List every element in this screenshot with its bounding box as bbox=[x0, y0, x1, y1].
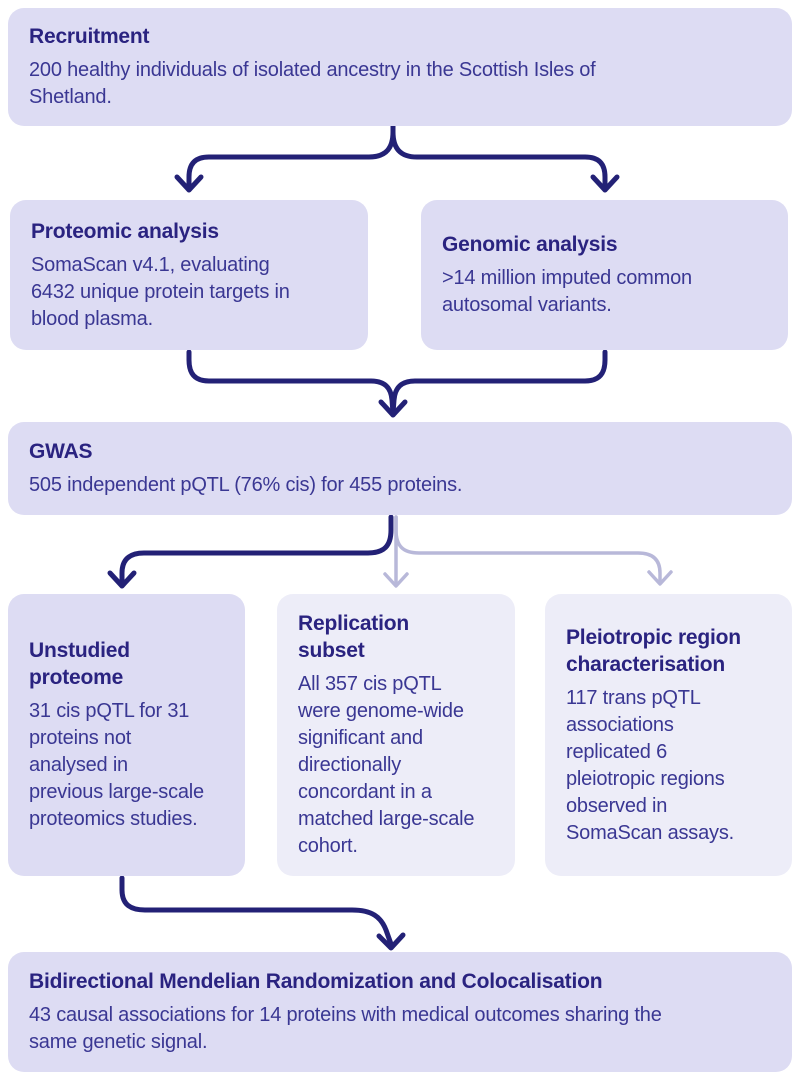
mendelian-randomization-box: Bidirectional Mendelian Randomization an… bbox=[8, 952, 792, 1072]
unstudied-proteome-box: Unstudied proteome 31 cis pQTL for 31 pr… bbox=[8, 594, 245, 876]
proteomic-analysis-box: Proteomic analysis SomaScan v4.1, evalua… bbox=[10, 200, 368, 350]
arrow-recruitment-to-genomic-icon bbox=[390, 123, 620, 193]
unstudied-proteome-title: Unstudied proteome bbox=[29, 639, 130, 689]
replication-subset-title: Replication subset bbox=[298, 612, 409, 662]
gwas-box: GWAS 505 independent pQTL (76% cis) for … bbox=[8, 422, 792, 515]
arrow-gwas-to-unstudied-icon bbox=[107, 514, 394, 589]
arrow-unstudied-to-mr-icon bbox=[119, 875, 406, 951]
arrow-gwas-to-pleiotropic-icon bbox=[394, 515, 673, 586]
replication-subset-box: Replication subset All 357 cis pQTL were… bbox=[277, 594, 515, 876]
recruitment-box: Recruitment 200 healthy individuals of i… bbox=[8, 8, 792, 126]
unstudied-proteome-body: 31 cis pQTL for 31 proteins not analysed… bbox=[29, 700, 204, 830]
mendelian-randomization-title: Bidirectional Mendelian Randomization an… bbox=[29, 970, 603, 993]
pleiotropic-region-body: 117 trans pQTL associations replicated 6… bbox=[566, 686, 734, 844]
recruitment-body: 200 healthy individuals of isolated ance… bbox=[29, 59, 596, 108]
arrow-recruitment-to-proteomic-icon bbox=[174, 123, 396, 193]
genomic-analysis-box: Genomic analysis >14 million imputed com… bbox=[421, 200, 788, 350]
recruitment-title: Recruitment bbox=[29, 25, 150, 48]
proteomic-title: Proteomic analysis bbox=[31, 219, 219, 243]
pleiotropic-region-title: Pleiotropic region characterisation bbox=[566, 625, 741, 676]
mendelian-randomization-body: 43 causal associations for 14 proteins w… bbox=[29, 1004, 662, 1053]
gwas-body: 505 independent pQTL (76% cis) for 455 p… bbox=[29, 474, 463, 496]
pleiotropic-region-box: Pleiotropic region characterisation 117 … bbox=[545, 594, 792, 876]
genomic-body: >14 million imputed common autosomal var… bbox=[442, 267, 692, 316]
replication-subset-body: All 357 cis pQTL were genome-wide signif… bbox=[298, 673, 475, 857]
arrow-merge-to-gwas-icon bbox=[186, 349, 608, 418]
genomic-title: Genomic analysis bbox=[442, 233, 618, 256]
proteomic-body: SomaScan v4.1, evaluating 6432 unique pr… bbox=[31, 253, 290, 330]
gwas-title: GWAS bbox=[29, 440, 93, 463]
